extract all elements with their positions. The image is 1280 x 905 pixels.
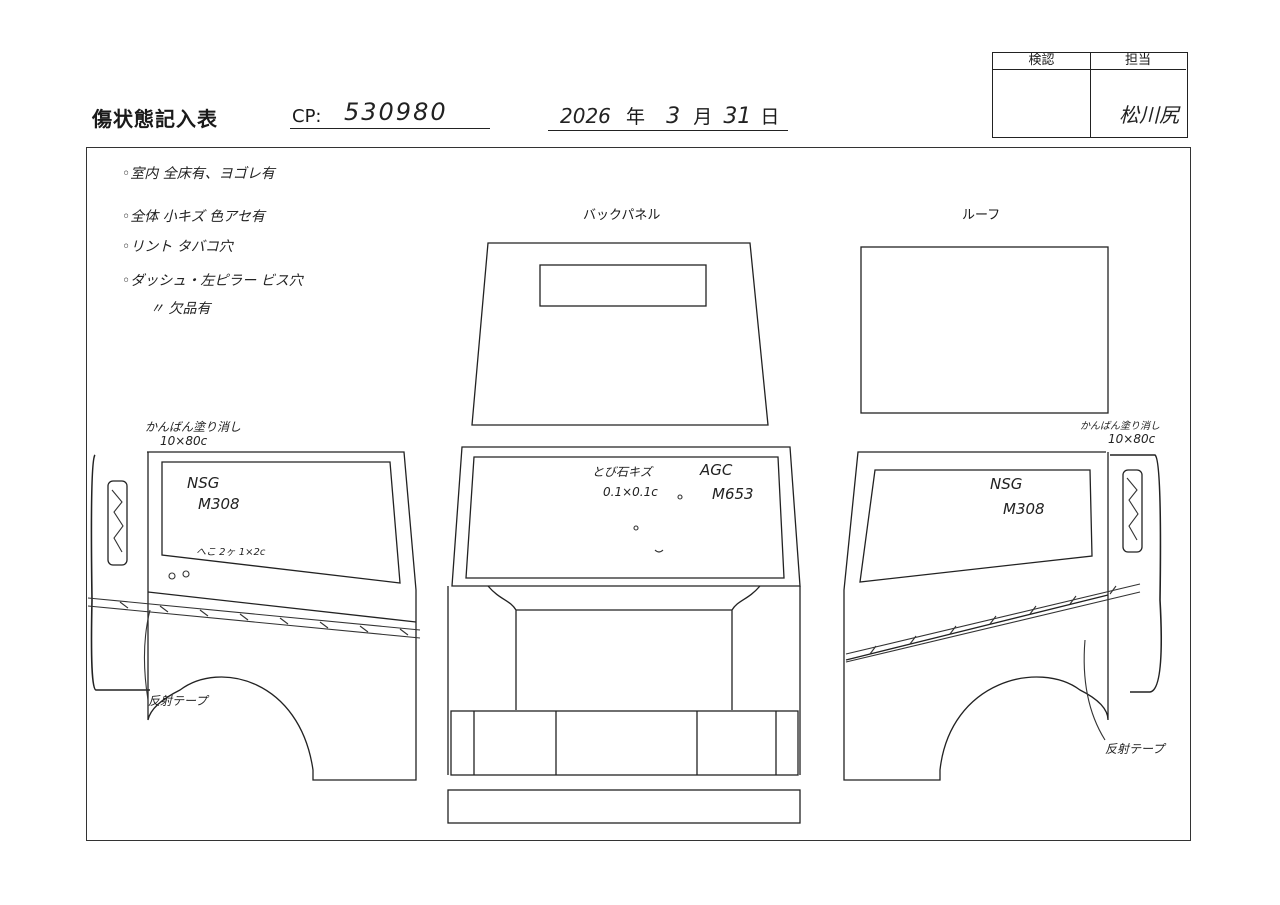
right-tape-hatch — [869, 585, 1117, 655]
center-glass-code: M653 — [712, 485, 754, 503]
right-window — [859, 469, 1093, 583]
left-tape-label: 反射テープ — [148, 694, 208, 708]
right-glass-code: M308 — [1003, 500, 1045, 518]
left-glass-code: M308 — [198, 495, 240, 513]
note-1: ◦室内 全床有、ヨゴレ有 — [122, 166, 275, 182]
left-sign-scribble — [111, 489, 124, 553]
right-tape-label: 反射テープ — [1105, 742, 1165, 756]
left-sign-size: 10×80c — [160, 434, 208, 448]
right-sign-scribble — [1126, 477, 1139, 541]
rear-door-arch — [487, 585, 761, 710]
date-month-label: 月 — [693, 106, 713, 128]
right-body-outline — [843, 451, 1109, 781]
note-3: ◦リント タバコ穴 — [122, 239, 233, 255]
date-day: 31 — [723, 104, 752, 129]
person-header: 担当 — [1090, 53, 1186, 70]
right-outline-sketch — [1110, 454, 1163, 693]
left-window — [161, 461, 401, 584]
date-year-label: 年 — [626, 106, 646, 128]
rear-bumper-dividers — [473, 711, 777, 775]
approval-divider — [1090, 53, 1091, 137]
left-sign-marker — [107, 480, 128, 566]
roof-label: ルーフ — [962, 208, 1001, 223]
date-day-label: 日 — [760, 106, 780, 128]
cp-label: CP: — [292, 106, 322, 127]
check-header: 検認 — [993, 53, 1090, 70]
roof-outline — [860, 246, 1109, 414]
note-2: ◦全体 小キズ 色アセ有 — [122, 209, 265, 225]
right-tape-leader — [1083, 639, 1106, 741]
right-sign-size: 10×80c — [1108, 432, 1156, 446]
diagram-frame — [86, 147, 1191, 841]
back-panel-label: バックパネル — [583, 208, 661, 223]
date-year: 2026 — [560, 104, 611, 128]
left-outline-sketch — [90, 454, 150, 691]
left-door-line — [147, 591, 417, 623]
rear-window — [465, 456, 785, 579]
left-dent-note: へこ 2ヶ 1×2c — [196, 547, 266, 558]
right-glass-brand: NSG — [990, 475, 1023, 493]
date-field: 2026 年 3 月 31 日 — [560, 102, 779, 129]
person-signature: 松川尻 — [1119, 103, 1179, 127]
left-body-outline — [147, 451, 417, 781]
left-glass-brand: NSG — [187, 474, 220, 492]
rear-bumper-top — [450, 710, 799, 776]
note-5: 〃 欠品有 — [150, 301, 211, 317]
right-door-line — [845, 594, 1109, 661]
right-sign-marker — [1122, 469, 1143, 553]
cp-value: 530980 — [344, 98, 448, 126]
date-underline — [548, 130, 788, 131]
date-month: 3 — [666, 104, 681, 129]
note-4: ◦ダッシュ・左ピラー ビス穴 — [122, 273, 303, 289]
page-title: 傷状態記入表 — [92, 107, 218, 131]
rear-bottom-bar — [447, 789, 801, 824]
left-reflective-tape — [87, 597, 421, 639]
cp-underline — [290, 128, 490, 129]
back-panel-outline — [471, 242, 769, 426]
left-tape-hatch — [119, 601, 409, 636]
left-sign-note: かんばん塗り消し — [145, 420, 242, 434]
center-damage-size: 0.1×0.1c — [603, 485, 658, 499]
back-panel-window — [539, 264, 707, 307]
rear-lower-section — [447, 586, 801, 775]
center-damage-note: とび石キズ — [592, 465, 653, 479]
right-reflective-tape — [845, 583, 1141, 663]
center-glass-brand: AGC — [700, 461, 733, 479]
left-tape-leader — [143, 609, 151, 701]
approval-table: 検認 担当 松川尻 — [992, 52, 1188, 138]
right-sign-note: かんばん塗り消し — [1080, 421, 1160, 432]
